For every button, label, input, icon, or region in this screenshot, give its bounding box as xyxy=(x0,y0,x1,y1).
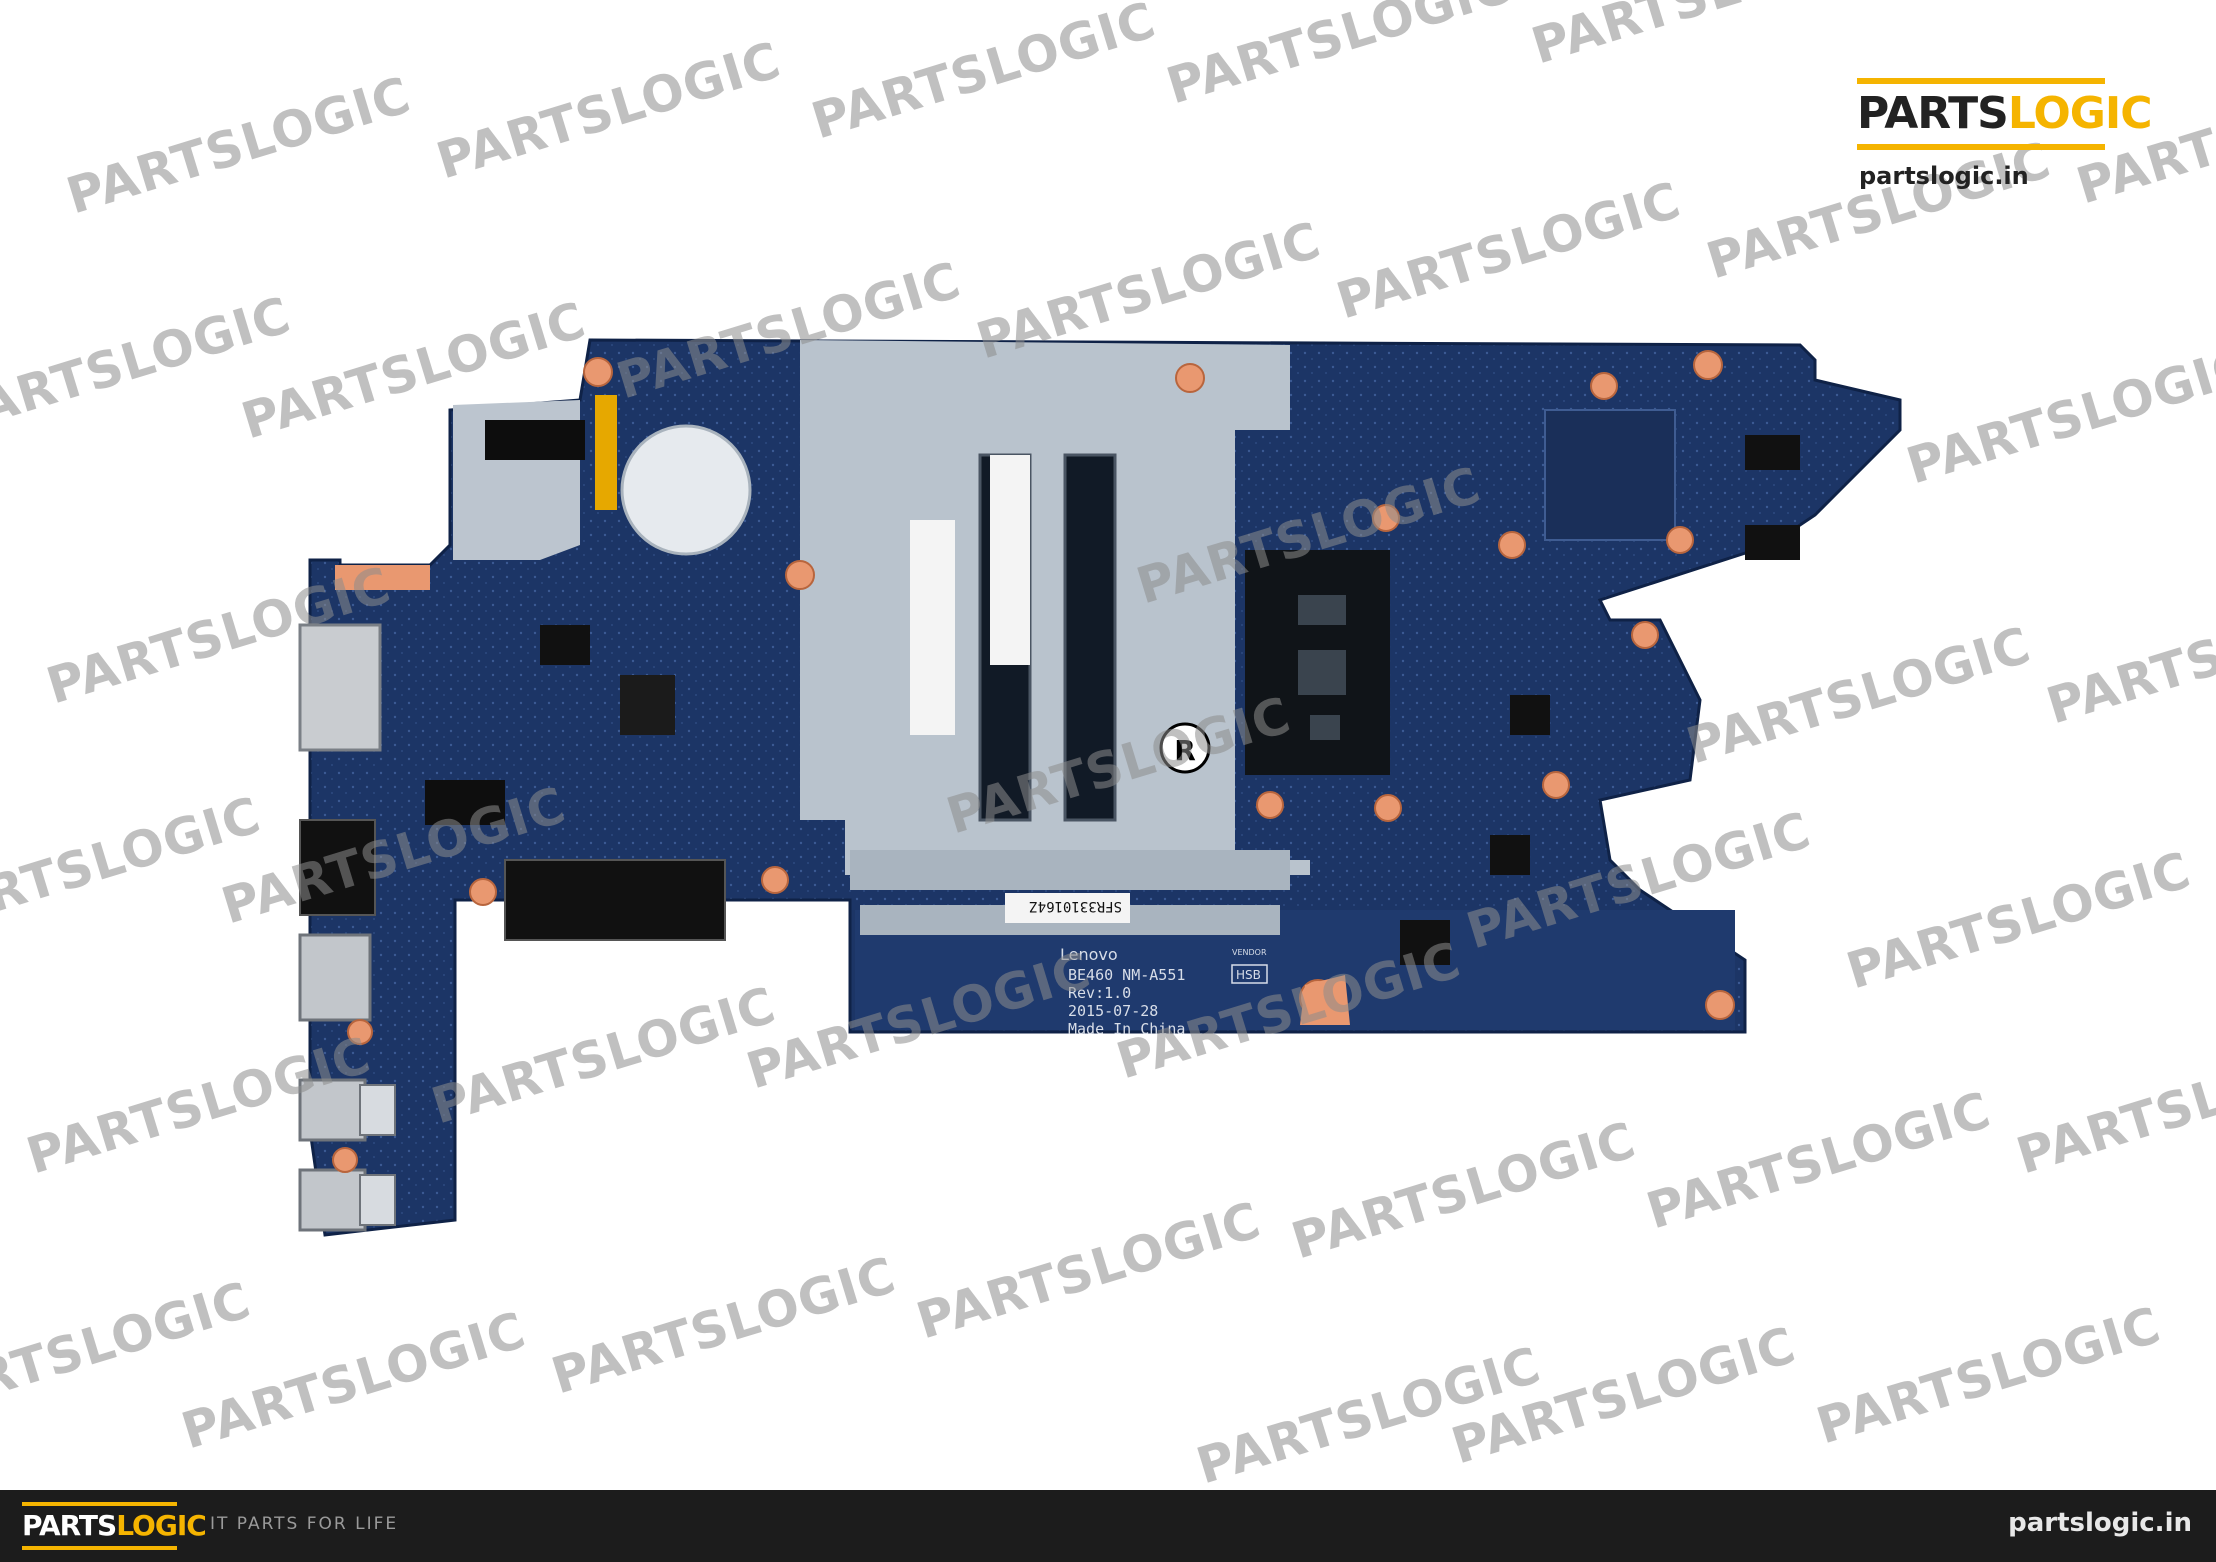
copper-tab-right xyxy=(1300,975,1350,1025)
product-photo: R xyxy=(0,0,2216,1490)
hdmi-port xyxy=(298,933,372,1022)
copper-tab-left xyxy=(335,565,430,590)
fpc-connector xyxy=(485,420,585,460)
board-date: 2015-07-28 xyxy=(1068,1002,1158,1020)
ram-label-2 xyxy=(910,520,955,735)
board-made-in: Made In China xyxy=(1068,1020,1185,1038)
usb-port-2 xyxy=(298,1168,367,1232)
vendor-label: VENDOR xyxy=(1232,948,1267,957)
ram-label-1 xyxy=(990,455,1030,665)
usb-port-4 xyxy=(359,1174,396,1226)
ram-slot-right xyxy=(1063,453,1117,822)
footer-logo-part-2: LOGIC xyxy=(116,1509,207,1542)
footer-logo-part-1: PARTS xyxy=(22,1509,117,1542)
logo-part-2: LOGIC xyxy=(2007,88,2153,139)
footer-tagline: IT PARTS FOR LIFE xyxy=(210,1514,399,1534)
chip-c xyxy=(425,780,505,825)
lower-shield-strip xyxy=(850,850,1290,890)
chip-b xyxy=(620,675,675,735)
board-revision: Rev:1.0 xyxy=(1068,984,1131,1002)
registered-mark xyxy=(1159,722,1211,774)
footer-logo-bar-bottom xyxy=(22,1546,177,1550)
chip-h xyxy=(1745,525,1800,560)
chip-f xyxy=(1400,920,1450,965)
logo-wordmark: PARTSLOGIC xyxy=(1857,84,2153,144)
audio-port xyxy=(299,819,376,916)
brand-logo: PARTSLOGIC partslogic.in xyxy=(1857,78,2153,190)
logo-bar-bottom xyxy=(1857,144,2105,150)
logo-url: partslogic.in xyxy=(1859,162,2029,190)
footer-logo: PARTSLOGIC xyxy=(22,1502,207,1550)
chip-e xyxy=(1490,835,1530,875)
hsb-mark: HSB xyxy=(1236,968,1261,982)
footer-wordmark: PARTSLOGIC xyxy=(22,1506,207,1546)
footer-logo-bar xyxy=(22,1502,177,1506)
chip-a xyxy=(540,625,590,665)
serial-sticker xyxy=(1005,893,1130,923)
board-model: BE460 NM-A551 xyxy=(1068,966,1185,984)
usb-port-1 xyxy=(298,1078,367,1142)
rj45-port xyxy=(298,623,382,752)
usb-port-3 xyxy=(359,1084,396,1136)
chip-d xyxy=(1510,695,1550,735)
bga-chip xyxy=(1544,409,1676,541)
cpu-core-1 xyxy=(1298,595,1346,625)
coin-battery xyxy=(620,424,752,556)
serial-label: SFR3310164Z xyxy=(1029,898,1122,914)
hsb-mark-box xyxy=(1231,964,1268,984)
footer-url[interactable]: partslogic.in xyxy=(2008,1508,2192,1538)
sata-connector xyxy=(504,859,726,941)
yellow-tape xyxy=(595,395,617,510)
cpu-core-2 xyxy=(1298,650,1346,695)
chip-g xyxy=(1745,435,1800,470)
logo-bar-top xyxy=(1857,78,2105,84)
motherboard-illustration: R xyxy=(298,338,1902,1237)
footer-bar: PARTSLOGIC IT PARTS FOR LIFE partslogic.… xyxy=(0,1490,2216,1562)
cpu-core-3 xyxy=(1310,715,1340,740)
board-vendor: Lenovo xyxy=(1060,945,1118,964)
logo-part-1: PARTS xyxy=(1857,88,2009,139)
center-shield xyxy=(800,340,1310,875)
registered-letter: R xyxy=(1174,734,1196,767)
